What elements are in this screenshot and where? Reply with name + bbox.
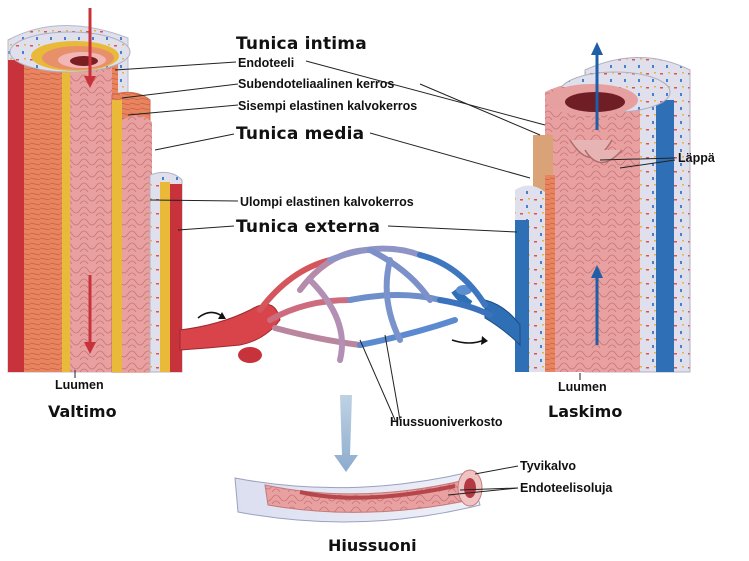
hiussuoni-title: Hiussuoni [328,536,417,555]
tyvikalvo-label: Tyvikalvo [520,459,576,473]
luumen-vein-label: Luumen [558,380,607,394]
hiussuoniverkosto-label: Hiussuoniverkosto [390,415,503,429]
valtimo-title: Valtimo [48,402,117,421]
ulompi-elastinen-label: Ulompi elastinen kalvokerros [240,195,414,209]
lappa-label: Läppä [678,151,715,165]
endoteeli-label: Endoteeli [238,56,294,70]
tunica-externa-label: Tunica externa [236,217,380,237]
capillary-detail [235,470,482,522]
capillary-network [180,249,520,363]
luumen-artery-label: Luumen [55,378,104,392]
endoteelisoluja-label: Endoteelisoluja [520,481,612,495]
laskimo-title: Laskimo [548,402,622,421]
tunica-media-label: Tunica media [236,124,364,144]
sisempi-elastinen-label: Sisempi elastinen kalvokerros [238,99,417,113]
subendoteliaalinen-label: Subendoteliaalinen kerros [238,77,394,91]
zoom-arrow [334,395,358,472]
tunica-intima-label: Tunica intima [236,34,367,54]
vein-cross-section [515,42,690,372]
artery-cross-section [8,8,182,372]
